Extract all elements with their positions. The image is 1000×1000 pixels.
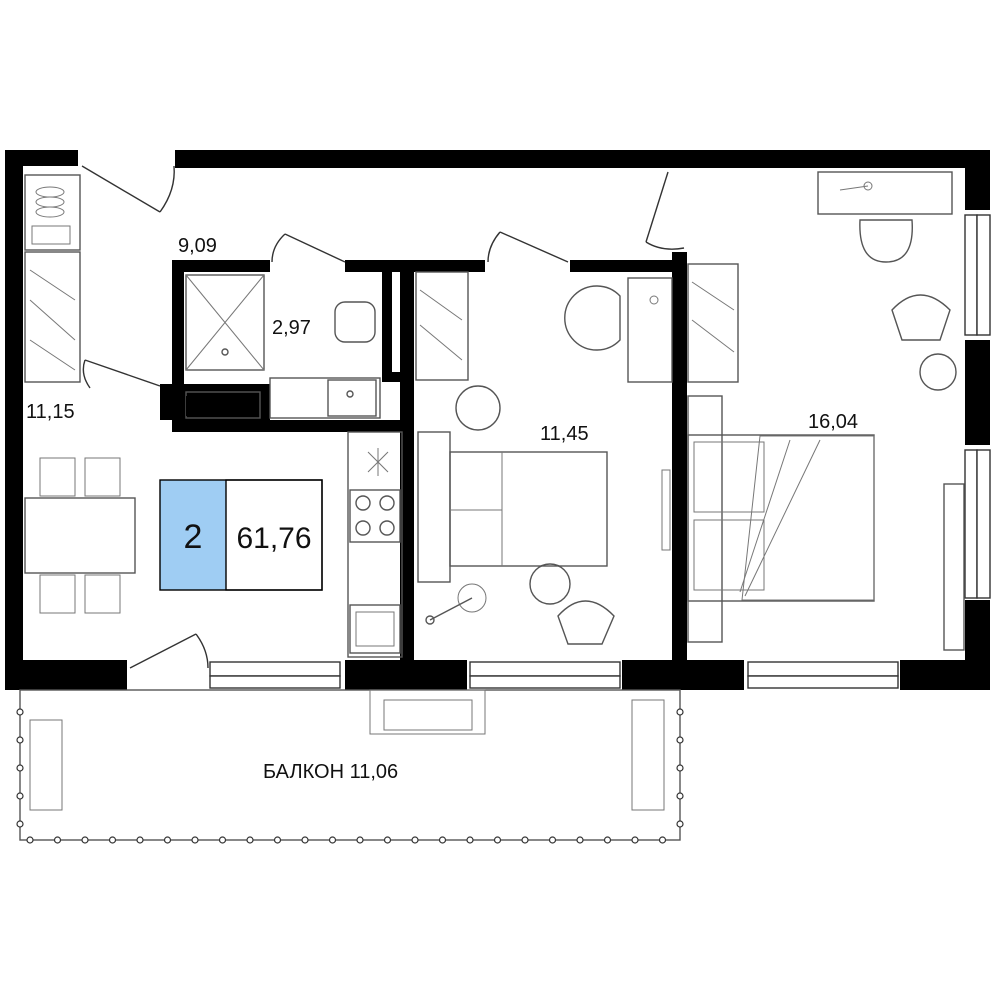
railing-post <box>631 836 639 844</box>
summary-badge-outline <box>159 479 323 591</box>
railing-post <box>26 836 34 844</box>
doors <box>81 165 685 669</box>
railing-post <box>191 836 199 844</box>
balcony-railing <box>16 708 684 844</box>
railing-post <box>16 736 24 744</box>
kitchen-area-label: 11,15 <box>26 401 75 423</box>
railing-post <box>163 836 172 844</box>
railing-post <box>411 836 419 844</box>
railing-post <box>676 820 684 828</box>
room-area-labels: 9,09 2,97 11,15 11,45 16,04 БАЛКОН 11,06 <box>26 235 858 783</box>
railing-post <box>493 836 502 844</box>
outer-walls <box>5 150 990 690</box>
railing-post <box>16 820 24 828</box>
railing-post <box>603 836 612 844</box>
bathroom-fixtures <box>185 274 381 419</box>
bedroom-furniture <box>415 271 673 645</box>
railing-post <box>676 708 684 716</box>
railing-post <box>466 836 474 844</box>
railing-post <box>676 764 684 772</box>
bathroom-area-label: 2,97 <box>272 317 311 339</box>
interior-walls <box>160 252 687 660</box>
railing-post <box>658 836 667 844</box>
railing-post <box>676 736 684 744</box>
railing-post <box>53 836 62 844</box>
railing-post <box>383 836 392 844</box>
railing-post <box>521 836 529 844</box>
railing-post <box>548 836 557 844</box>
railing-post <box>328 836 337 844</box>
bedroom-area-label: 11,45 <box>540 423 589 445</box>
dining-table <box>24 457 136 614</box>
railing-post <box>438 836 447 844</box>
railing-post <box>356 836 364 844</box>
kitchen-counter <box>347 431 403 658</box>
wardrobe-hall <box>24 174 81 383</box>
railing-post <box>218 836 227 844</box>
rooms-count: 2 <box>184 518 203 556</box>
apartment-summary-badge: 2 61,76 <box>159 479 323 591</box>
rooms-count-badge <box>160 480 226 590</box>
railing-post <box>16 764 24 772</box>
master-bedroom-area-label: 16,04 <box>808 411 858 433</box>
railing-post <box>81 836 89 844</box>
railing-post <box>246 836 254 844</box>
railing-post <box>16 792 24 800</box>
railing-post <box>676 792 684 800</box>
railing-post <box>273 836 282 844</box>
railing-post <box>301 836 309 844</box>
hall-area-label: 9,09 <box>178 235 217 257</box>
master-bedroom-furniture <box>687 171 965 651</box>
balcony-label: БАЛКОН 11,06 <box>263 761 398 783</box>
railing-post <box>136 836 144 844</box>
railing-post <box>576 836 584 844</box>
railing-post <box>108 836 117 844</box>
windows <box>209 214 991 689</box>
balcony <box>16 689 684 844</box>
total-area-box <box>225 479 323 591</box>
railing-post <box>16 708 24 716</box>
total-area: 61,76 <box>236 522 311 555</box>
